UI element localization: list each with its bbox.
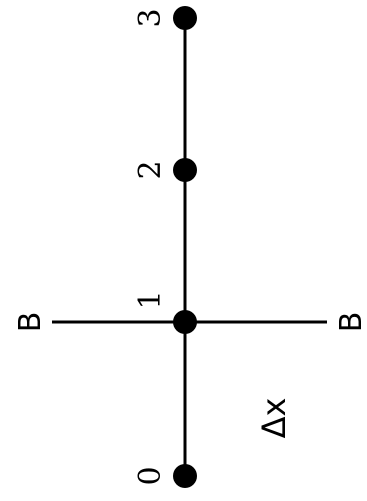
grid-node-1 — [173, 310, 197, 334]
grid-node-2 — [173, 158, 197, 182]
spacing-label: Δx — [255, 398, 293, 439]
boundary-label-right: B — [334, 312, 367, 333]
grid-node-3 — [173, 6, 197, 30]
node-label-1: 1 — [133, 290, 168, 309]
boundary-label-left: B — [13, 312, 48, 333]
node-label-2: 2 — [133, 160, 168, 179]
node-label-3: 3 — [133, 8, 168, 27]
grid-node-0 — [173, 464, 197, 488]
node-label-0: 0 — [133, 466, 168, 485]
